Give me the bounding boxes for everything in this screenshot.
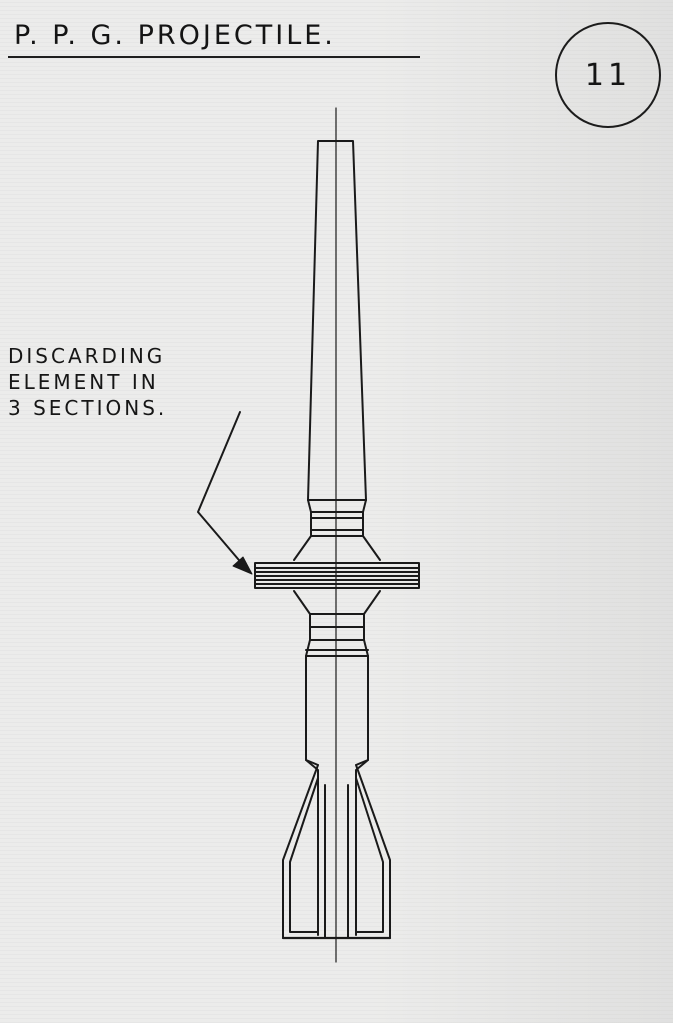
sheet-number: 11 bbox=[584, 57, 632, 93]
sheet-number-circle: 11 bbox=[555, 22, 661, 128]
lower-neck bbox=[305, 613, 369, 657]
discarding-element-annotation: DISCARDING ELEMENT IN 3 SECTIONS. bbox=[8, 343, 167, 421]
annotation-line-1: DISCARDING bbox=[8, 344, 166, 368]
centre-fin bbox=[324, 784, 349, 939]
title-underline bbox=[8, 56, 420, 58]
annotation-line-3: 3 SECTIONS. bbox=[8, 396, 168, 420]
drawing-title: P. P. G. PROJECTILE. bbox=[14, 20, 336, 51]
discarding-element-plates bbox=[254, 562, 420, 589]
annotation-line-2: ELEMENT IN bbox=[8, 370, 159, 394]
penetrator-rod bbox=[307, 140, 367, 501]
upper-neck bbox=[307, 499, 367, 537]
projectile-body bbox=[305, 655, 369, 936]
left-tail-fin bbox=[282, 759, 319, 939]
leader-line bbox=[197, 411, 245, 567]
leader-arrowhead bbox=[232, 556, 253, 575]
sabot-lower-cone bbox=[293, 590, 381, 615]
right-tail-fin bbox=[355, 759, 391, 939]
sabot-upper-cone bbox=[293, 535, 381, 561]
